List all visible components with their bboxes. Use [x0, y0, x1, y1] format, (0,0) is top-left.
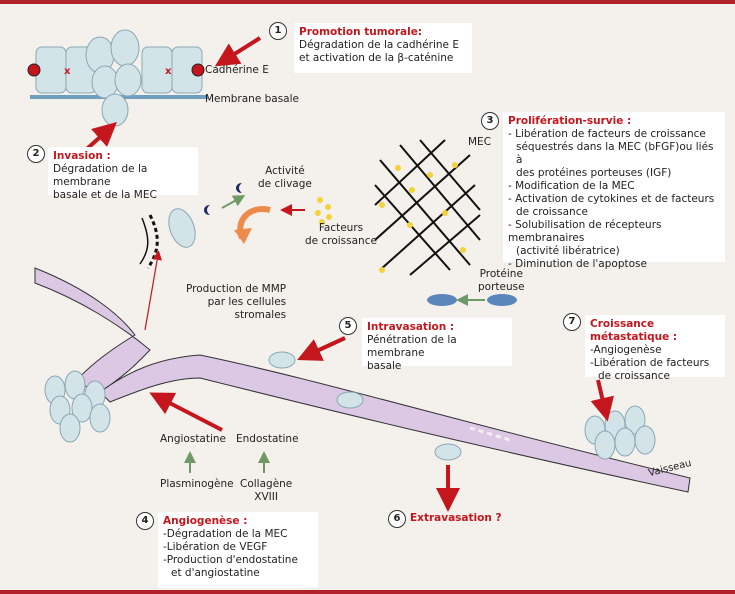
mmp-moon-2: [236, 183, 242, 193]
label-facteurs: Facteurs de croissance: [305, 222, 377, 248]
step3-line-9: - Diminution de l'apoptose: [508, 258, 647, 270]
label-collagene: Collagène XVIII: [240, 478, 292, 504]
step4-box: Angiogenèse : -Dégradation de la MEC -Li…: [158, 512, 318, 588]
step7-box: Croissance métastatique : -Angiogenèse -…: [585, 315, 725, 382]
label-facteurs-line-2: de croissance: [305, 235, 377, 247]
step3-line-7: - Solubilisation de récepteurs membranai…: [508, 219, 662, 244]
step1-line-1: Dégradation de la cadhérine E: [299, 39, 459, 51]
step7-line-2: -Libération de facteurs: [590, 357, 710, 369]
svg-text:x: x: [64, 66, 71, 77]
label-mmp-line-1: Production de MMP: [186, 283, 287, 295]
step1-line-2: et activation de la β-caténine: [299, 52, 454, 64]
label-membrane: Membrane basale: [205, 93, 299, 105]
step2-line-2: basale et de la MEC: [53, 189, 157, 201]
label-facteurs-line-1: Facteurs: [318, 222, 364, 234]
step2-box: Invasion : Dégradation de la membrane ba…: [48, 147, 198, 201]
step6-title: Extravasation ?: [410, 512, 502, 524]
step-number-4: 4: [136, 512, 154, 530]
label-proteine-line-1: Protéine: [479, 268, 523, 280]
label-mmp-line-2: par les cellules: [207, 296, 287, 308]
step3-line-5: - Activation de cytokines et de facteurs: [508, 193, 715, 205]
mmp-cell: [168, 208, 196, 248]
bottom-accent-bar: [0, 590, 735, 594]
label-endostatine: Endostatine: [236, 433, 299, 445]
label-mmp: Production de MMP par les cellules strom…: [186, 283, 286, 322]
step1-box: Promotion tumorale: Dégradation de la ca…: [294, 23, 472, 73]
step3-line-1: - Libération de facteurs de croissance: [508, 128, 706, 140]
vessel-gap-lower: [389, 431, 431, 446]
step5-line-1: Pénétration de la membrane: [367, 334, 457, 359]
label-collagene-line-1: Collagène: [240, 478, 293, 490]
step3-line-3: des protéines porteuses (IGF): [516, 167, 672, 179]
carrier-protein-left: [427, 294, 457, 306]
label-mmp-line-3: stromales: [234, 309, 287, 321]
epithelium: x x: [27, 29, 208, 127]
step7-line-3: de croissance: [598, 370, 670, 382]
label-activite: Activité de clivage: [258, 165, 312, 191]
step4-line-3: -Production d'endostatine: [163, 554, 298, 566]
step2-line-1: Dégradation de la membrane: [53, 163, 148, 188]
arrow-mmp-to-cell: [144, 250, 162, 331]
step-number-7: 7: [563, 313, 581, 331]
label-proteine: Protéine porteuse: [478, 268, 525, 294]
step-number-5: 5: [339, 317, 357, 335]
top-accent-bar: [0, 0, 735, 4]
step5-box: Intravasation : Pénétration de la membra…: [362, 318, 512, 372]
extravasating-cell: [434, 443, 462, 461]
step-number-2: 2: [27, 145, 45, 163]
step4-line-1: -Dégradation de la MEC: [163, 528, 288, 540]
tumor-cluster-right: [584, 405, 656, 460]
label-mec: MEC: [468, 136, 492, 148]
label-proteine-line-2: porteuse: [478, 281, 525, 293]
free-growth-factors: [315, 197, 332, 225]
step-number-1: 1: [269, 22, 287, 40]
step4-line-4: et d'angiostatine: [171, 567, 260, 579]
step3-line-2: séquestrés dans la MEC (bFGF)ou liés à: [516, 141, 714, 166]
label-angiostatine: Angiostatine: [160, 433, 227, 445]
label-collagene-line-2: XVIII: [254, 491, 278, 503]
membrane-line: [139, 217, 149, 265]
carrier-protein-right: [487, 294, 517, 306]
step3-line-8: (activité libératrice): [516, 245, 620, 257]
step3-title: Prolifération-survie :: [508, 115, 632, 127]
label-activite-line-2: de clivage: [258, 178, 312, 190]
step3-line-4: - Modification de la MEC: [508, 180, 635, 192]
mmp-moon-1: [204, 205, 210, 215]
label-activite-line-1: Activité: [265, 165, 305, 177]
tumor-cluster-left: [44, 370, 111, 443]
step3-box: Prolifération-survie : - Libération de f…: [503, 112, 725, 270]
label-plasminogene: Plasminogène: [160, 478, 234, 490]
degraded-membrane: [146, 214, 159, 269]
step1-title: Promotion tumorale:: [299, 26, 423, 38]
svg-text:x: x: [165, 66, 172, 77]
step5-line-2: basale: [367, 360, 402, 372]
step2-title: Invasion :: [53, 150, 111, 162]
main-arrows: [78, 36, 614, 512]
step3-line-6: de croissance: [516, 206, 588, 218]
intravasating-cell: [268, 351, 296, 369]
orange-arrow-head: [234, 228, 252, 244]
mec-growth-factors: [379, 162, 466, 273]
step-number-6: 6: [388, 510, 406, 528]
step-number-3: 3: [481, 112, 499, 130]
step4-line-2: -Libération de VEGF: [163, 541, 268, 553]
step7-line-1: -Angiogenèse: [590, 344, 662, 356]
vessel-gap-upper: [469, 426, 511, 442]
step7-title: Croissance métastatique :: [590, 318, 678, 343]
step4-title: Angiogenèse :: [163, 515, 248, 527]
step5-title: Intravasation :: [367, 321, 455, 333]
blood-vessel: [34, 267, 691, 493]
mec-network: [374, 139, 481, 276]
arrow-cleavage: [221, 195, 246, 209]
circulating-cell: [336, 391, 364, 409]
label-cadherine: Cadhérine E: [205, 64, 269, 76]
